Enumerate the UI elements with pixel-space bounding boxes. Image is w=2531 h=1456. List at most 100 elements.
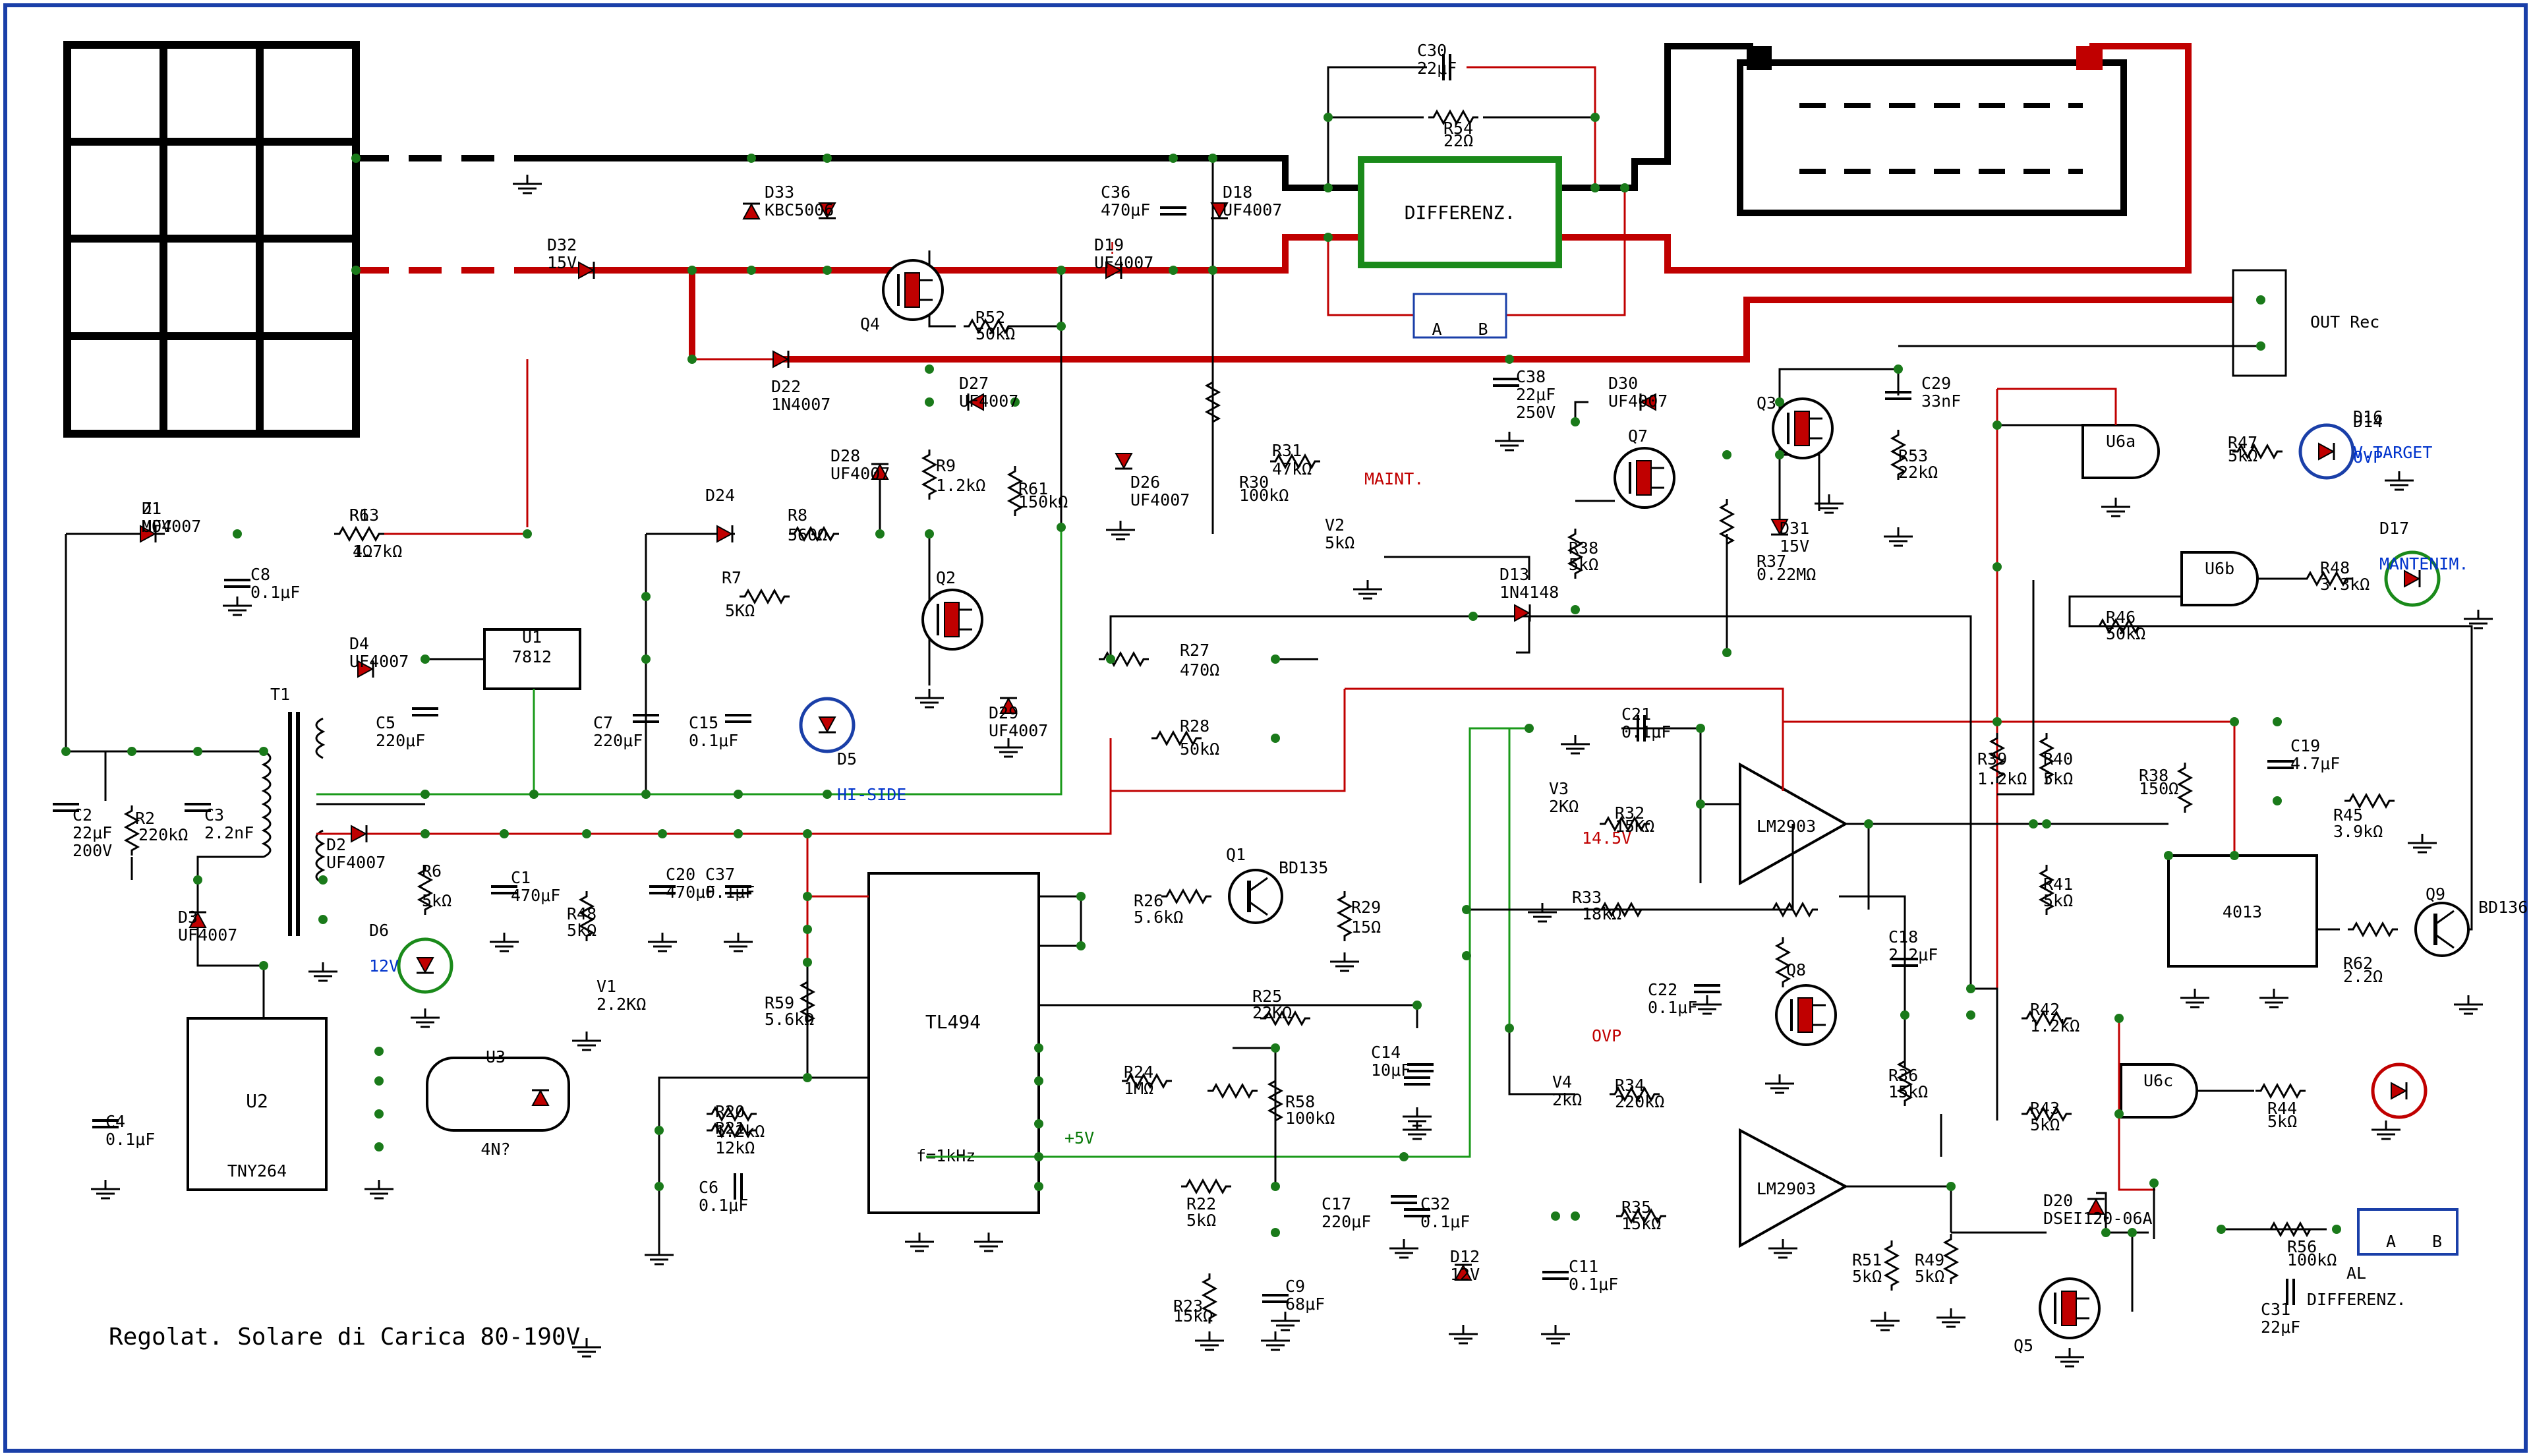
- resistor-ref: R20: [715, 1102, 745, 1121]
- u3-optocoupler: U3 4N?: [426, 1047, 570, 1159]
- pot-label: OVP: [1592, 1026, 1621, 1045]
- resistor-ref: R41: [2043, 875, 2073, 894]
- resistor-value: 12kΩ: [715, 1138, 755, 1157]
- capacitor-ref: C3: [204, 805, 224, 825]
- transformer-t1: T1: [261, 685, 326, 936]
- resistor-ref: R49: [1915, 1250, 1944, 1269]
- svg-text:TL494: TL494: [925, 1011, 981, 1033]
- resistor-value: 22KΩ: [1252, 1003, 1292, 1022]
- svg-text:U1: U1: [522, 627, 542, 647]
- diode-ref: Z1: [142, 499, 161, 518]
- capacitor-value: 0.1μF: [689, 731, 738, 750]
- capacitor-value: 2.2nF: [204, 823, 254, 842]
- diode-part: UF4007: [989, 721, 1048, 740]
- diode-part: 1N4007: [771, 395, 830, 414]
- capacitor-ref: C31: [2261, 1300, 2290, 1319]
- capacitor-value: 0.1μF: [705, 883, 755, 902]
- resistor-ref: R48: [567, 904, 596, 923]
- svg-text:U2: U2: [246, 1090, 268, 1112]
- u1-regulator: U1 7812: [483, 627, 581, 690]
- transistor-ref: Q5: [2014, 1336, 2033, 1355]
- resistor-value: 15kΩ: [1888, 1082, 1928, 1101]
- capacitor-value: 33nF: [1921, 392, 1961, 411]
- resistor-value: 5kΩ: [2043, 891, 2073, 910]
- capacitor-ref: C37: [705, 865, 735, 884]
- diode-label: V.TARGET: [2353, 443, 2432, 462]
- resistor-ref: R56: [2287, 1237, 2317, 1256]
- svg-text:4013: 4013: [2223, 902, 2262, 921]
- diode-ref: D3: [178, 908, 198, 927]
- diode-ref: D12: [1450, 1247, 1480, 1266]
- gate-u6c: U6c: [2120, 1063, 2198, 1119]
- resistor-ref: R32: [1615, 803, 1644, 823]
- diode-ref: D6: [369, 921, 389, 940]
- diode-ref: D1: [142, 499, 161, 518]
- diode-label: HI-SIDE: [837, 785, 906, 804]
- svg-text:U3: U3: [486, 1047, 506, 1066]
- resistor-value: 5kΩ: [422, 891, 451, 910]
- capacitor-ref: C21: [1621, 705, 1651, 724]
- capacitor-value: 0.1μF: [1420, 1212, 1470, 1231]
- capacitor-ref: C9: [1285, 1277, 1305, 1296]
- capacitor-value: 22μF: [1516, 385, 1556, 404]
- transistor-ref: Q9: [2426, 885, 2445, 904]
- svg-text:B: B: [1478, 320, 1488, 339]
- resistor-value: 5kΩ: [1186, 1211, 1216, 1230]
- transistor-ref: Q4: [860, 314, 880, 334]
- resistor-ref: R59: [765, 993, 794, 1012]
- diode-ref: D30: [1608, 374, 1638, 393]
- svg-text:LM2903: LM2903: [1757, 1179, 1816, 1198]
- resistor-ref: R27: [1180, 641, 1209, 660]
- diode-ref: D29: [989, 703, 1018, 722]
- diode-label: OVP: [2353, 448, 2383, 467]
- diode-ref: D24: [705, 486, 735, 505]
- capacitor-value: 0.1μF: [105, 1130, 155, 1149]
- led-symbols: [397, 423, 2441, 1119]
- pot-ref: V1: [596, 977, 616, 996]
- resistor-value: 50kΩ: [1180, 740, 1219, 759]
- resistor-value: 15kΩ: [1173, 1306, 1213, 1325]
- resistor-ref: R25: [1252, 987, 1282, 1006]
- resistor-ref: R44: [2267, 1099, 2297, 1118]
- resistor-value: 1MΩ: [1124, 1079, 1153, 1098]
- diode-part: KBC5006: [765, 200, 834, 219]
- capacitor-voltage: 200V: [73, 841, 112, 860]
- capacitor-ref: C22: [1648, 980, 1677, 999]
- resistor-value: 1.2kΩ: [936, 476, 985, 495]
- resistor-ref: R2: [135, 809, 155, 828]
- resistor-ref: R58: [1285, 1092, 1315, 1111]
- capacitor-value: 470μF: [666, 883, 715, 902]
- signal-wiring: [65, 158, 2473, 1312]
- capacitor-ref: C14: [1371, 1043, 1401, 1062]
- capacitor-value: 0.1μF: [250, 583, 300, 602]
- diode-ref: D22: [771, 377, 801, 396]
- resistor-value: 470Ω: [1180, 660, 1219, 680]
- component-labels: R11ΩR2220kΩR65kΩR75KΩR8560ΩR91.2kΩR2012k…: [73, 41, 2528, 1355]
- plus5v-label: +5V: [1064, 1128, 1094, 1148]
- resistor-value: 1.2kΩ: [1977, 769, 2027, 788]
- resistor-value: 50kΩ: [975, 324, 1015, 343]
- resistor-value: 50kΩ: [2106, 624, 2145, 643]
- resistor-value: 220kΩ: [138, 825, 188, 844]
- resistor-value: 3.3kΩ: [2320, 575, 2370, 594]
- resistor-value: 5.6kΩ: [765, 1010, 814, 1029]
- svg-text:OUT Rec: OUT Rec: [2310, 312, 2379, 332]
- capacitor-ref: C8: [250, 565, 270, 584]
- capacitor-ref: C20: [666, 865, 695, 884]
- resistor-value: 1.2kΩ: [2030, 1016, 2080, 1035]
- resistor-ref: R37: [1757, 552, 1786, 571]
- resistor-ref: R30: [1239, 473, 1269, 492]
- resistor-value: 18kΩ: [1582, 904, 1621, 923]
- al-terminal-b: B: [2432, 1232, 2442, 1251]
- capacitor-value: 68μF: [1285, 1295, 1325, 1314]
- svg-text:T1: T1: [270, 685, 290, 704]
- diode-part: UF4007: [1223, 200, 1282, 219]
- resistor-value: 15KΩ: [1615, 817, 1654, 836]
- capacitor-value: 0.1μF: [1648, 998, 1697, 1017]
- resistor-value: 5.6kΩ: [1134, 908, 1183, 927]
- resistor-value: 1.2kΩ: [715, 1122, 765, 1141]
- al-differenz-connector: [2357, 1208, 2458, 1256]
- diode-ref: D19: [1094, 235, 1124, 254]
- battery: [1737, 46, 2127, 216]
- resistor-ref: R42: [2030, 1000, 2060, 1019]
